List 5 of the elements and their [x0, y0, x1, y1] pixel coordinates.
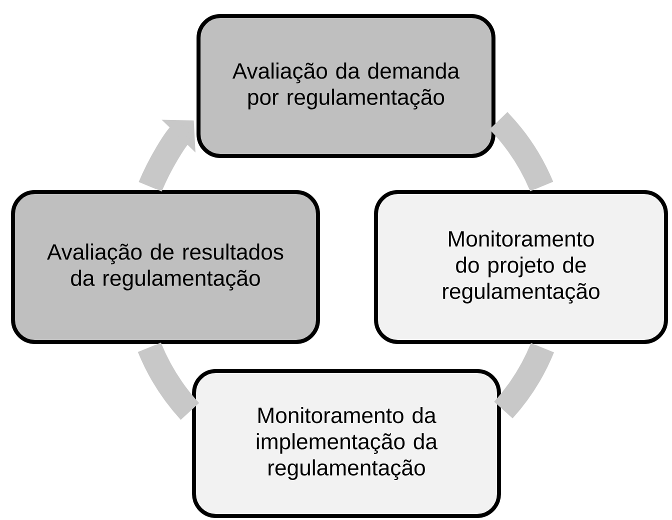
process-box: Avaliação de resultados da regulamentação	[11, 190, 320, 344]
process-box: Monitoramento do projeto de regulamentação	[374, 190, 668, 344]
cycle-arrow	[138, 120, 196, 192]
process-box: Avaliação da demanda por regulamentação	[196, 14, 496, 158]
process-box: Monitoramento da implementação da regulamentação	[192, 369, 501, 518]
